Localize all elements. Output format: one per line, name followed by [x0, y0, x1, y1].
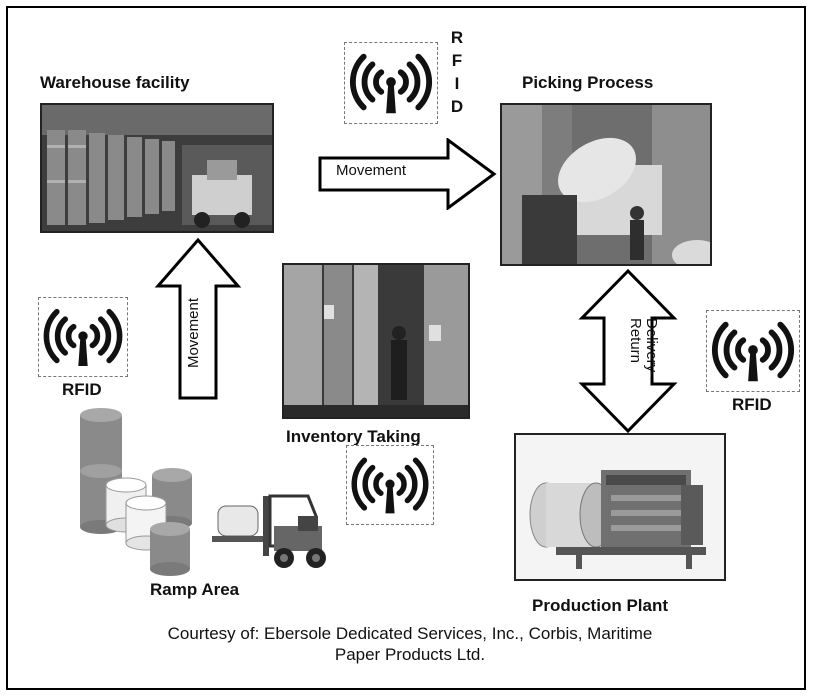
- warehouse-photo: [40, 103, 274, 233]
- rfid-letter: F: [451, 51, 463, 70]
- caption-line-1: Courtesy of: Ebersole Dedicated Services…: [167, 624, 653, 643]
- warehouse-label: Warehouse facility: [40, 73, 190, 92]
- inventory-photo: [282, 263, 470, 419]
- delivery-label: Delivery-: [643, 318, 660, 378]
- production-photo: [514, 433, 726, 581]
- rfid-antenna-icon: [344, 42, 438, 124]
- picking-label: Picking Process: [522, 73, 654, 92]
- delivery-return-label: Delivery- Return: [627, 318, 660, 378]
- rfid-letter: D: [450, 97, 464, 116]
- diagram-frame: [6, 6, 806, 690]
- forklift-illustration: [212, 494, 326, 568]
- rfid-antenna-icon: [706, 310, 800, 392]
- rfid-antenna-icon: [346, 445, 434, 525]
- production-label: Production Plant: [532, 596, 668, 615]
- inventory-label: Inventory Taking: [286, 427, 421, 446]
- rfid-antenna-icon: [38, 297, 128, 377]
- picking-photo: [500, 103, 712, 266]
- return-label: Return: [627, 318, 644, 364]
- rfid-label-right: RFID: [732, 395, 772, 414]
- caption-line-2: Paper Products Ltd.: [334, 645, 486, 664]
- movement-arrow-up: [154, 237, 242, 400]
- rfid-letter: R: [450, 28, 464, 47]
- rfid-letter: I: [454, 74, 460, 93]
- movement-label-left: Movement: [185, 298, 202, 369]
- movement-arrow-right: [318, 138, 497, 210]
- paper-rolls-illustration: [80, 408, 192, 576]
- ramp-label: Ramp Area: [150, 580, 240, 599]
- rfid-vertical-label: R F I D: [446, 26, 468, 118]
- delivery-return-arrow: [578, 268, 678, 434]
- movement-label-top: Movement: [336, 162, 407, 179]
- courtesy-caption: Courtesy of: Ebersole Dedicated Services…: [60, 623, 760, 665]
- rfid-label-left: RFID: [62, 380, 102, 399]
